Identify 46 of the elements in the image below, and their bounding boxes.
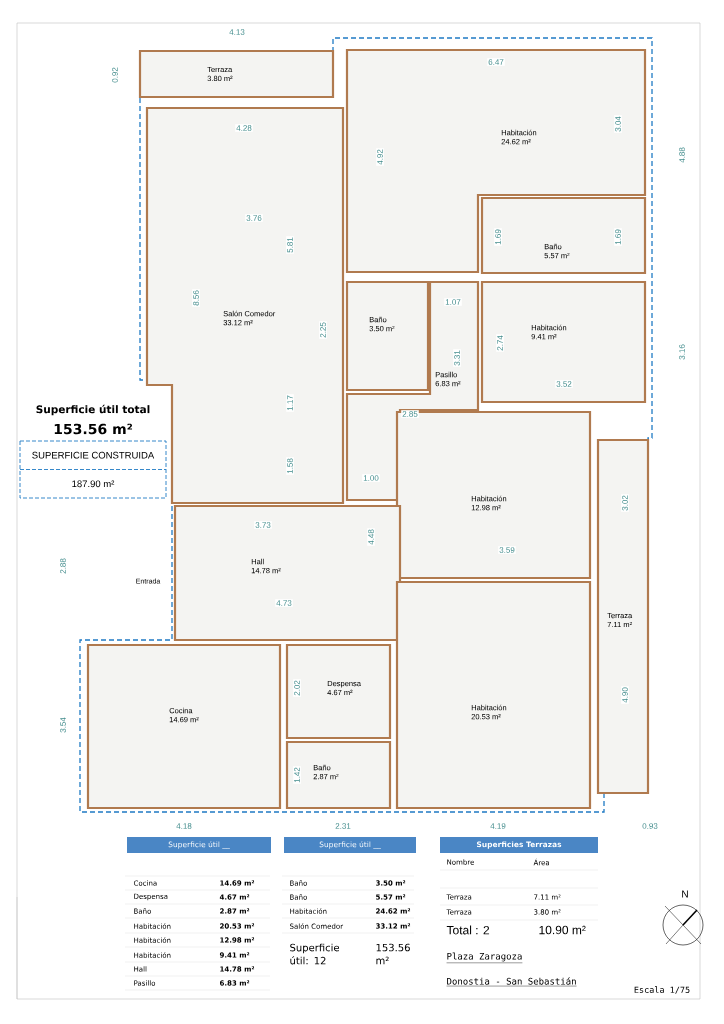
total-cell: 10.90 m²: [539, 925, 586, 935]
dimension-label: 2.25: [319, 321, 327, 339]
address-text: Donostia - San Sebastián: [446, 977, 577, 987]
dimension-label: 3.73: [254, 521, 272, 529]
dimension-label: 2.31: [334, 822, 352, 830]
total-cell: Superficie útil: 12: [290, 943, 340, 965]
dimension-label: 1.69: [494, 228, 502, 246]
dimension-label: 4.90: [621, 686, 629, 704]
dimension-label: 8.56: [192, 289, 200, 307]
dimension-label: 1.07: [444, 298, 462, 306]
dimension-label: 3.16: [678, 343, 686, 361]
total-cell: 153.56 m²: [376, 943, 410, 965]
dimension-label: 4.28: [235, 124, 253, 132]
dimension-label: 3.04: [614, 115, 622, 133]
dimension-label: 4.18: [175, 822, 193, 830]
dimension-label: 1.17: [286, 394, 294, 412]
dimension-label: 3.59: [498, 546, 516, 554]
dimension-label: 3.54: [59, 716, 67, 734]
dimension-label: 2.74: [496, 334, 504, 352]
dimension-label: 6.47: [487, 58, 505, 66]
dimension-label: 3.31: [453, 349, 461, 367]
total-area-value: 153.56 m²: [54, 423, 133, 435]
built-area-box: SUPERFICIE CONSTRUIDA 187.90 m²: [19, 440, 167, 499]
dimension-label: 0.92: [111, 66, 119, 84]
dimension-label: 5.81: [286, 236, 294, 254]
total-cell: Total : 2: [446, 925, 490, 935]
dimension-label: 4.88: [678, 146, 686, 164]
address-text: Plaza Zaragoza: [446, 952, 523, 964]
dimension-label: 2.85: [401, 410, 419, 418]
scale-label: Escala 1/75: [634, 986, 690, 994]
dimension-label: 4.13: [228, 28, 246, 36]
dimension-label: 1.42: [293, 766, 301, 784]
dimension-label: 3.76: [245, 214, 263, 222]
dimension-label: 4.19: [489, 822, 507, 830]
dimension-label: 4.48: [367, 528, 375, 546]
dimension-label: 0.93: [641, 822, 659, 830]
dimension-label: 1.58: [286, 457, 294, 475]
dimension-label: 2.88: [59, 557, 67, 575]
north-label: N: [682, 890, 688, 898]
dimension-label: 2.02: [293, 679, 301, 697]
dimension-label: 3.02: [621, 494, 629, 512]
dimension-label: 1.00: [362, 474, 380, 482]
dimension-label: 1.69: [614, 228, 622, 246]
dimension-label: 4.92: [376, 148, 384, 166]
dimension-label: 3.52: [555, 380, 573, 388]
dimension-label: 4.73: [275, 599, 293, 607]
